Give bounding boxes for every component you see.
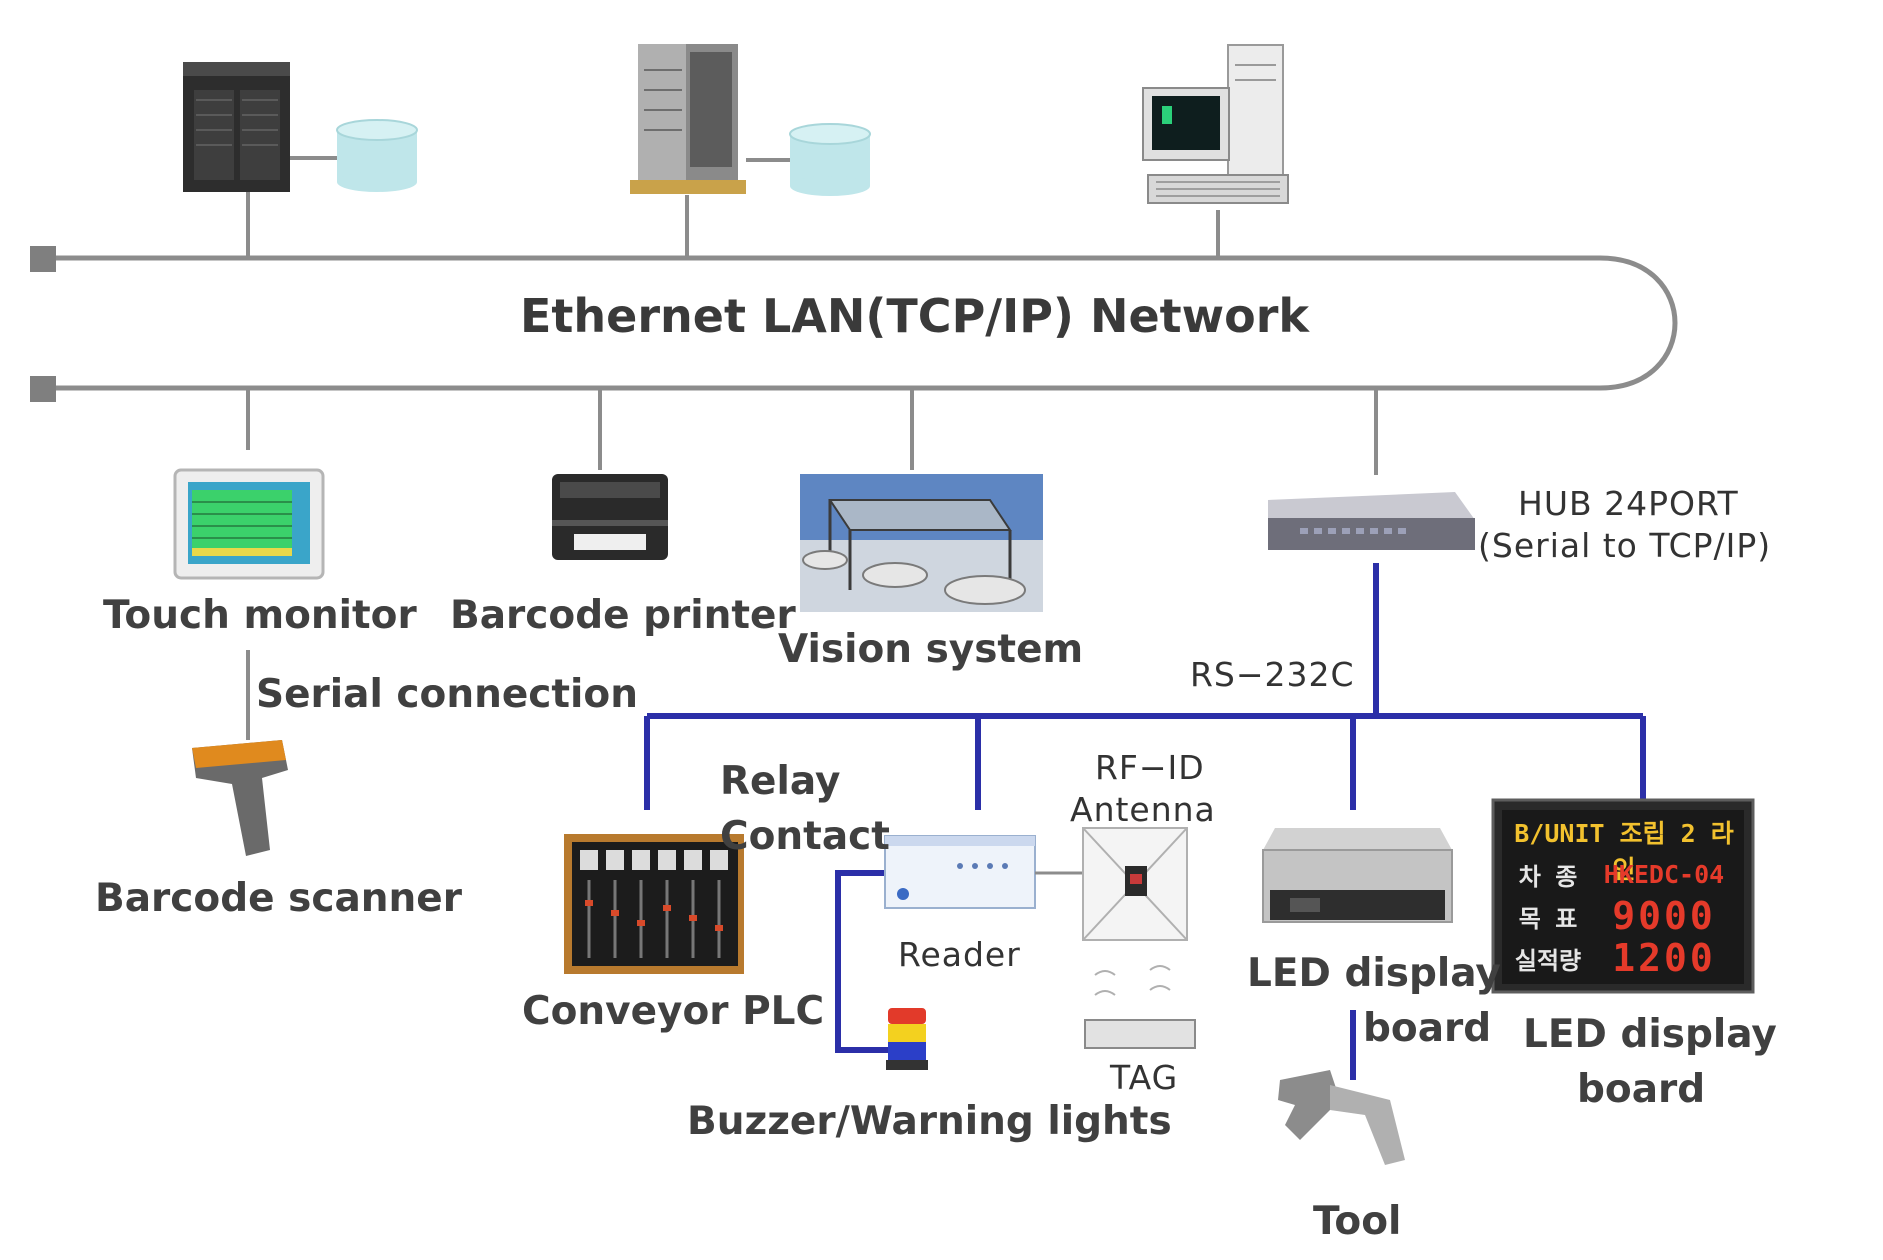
rfid-label-line2: Antenna [1070, 790, 1216, 829]
tag-label: TAG [1110, 1058, 1179, 1097]
led-display-board-1-label-line1: LED display [1247, 951, 1501, 996]
relay-contact-label-line1: Relay [720, 759, 841, 804]
rs232c-label: RS−232C [1190, 655, 1355, 694]
reader-label: Reader [898, 935, 1021, 974]
network-title: Ethernet LAN(TCP/IP) Network [520, 289, 1310, 343]
vision-system-icon [800, 474, 1043, 612]
server-2-icon [630, 44, 746, 194]
tool-icon [1278, 1070, 1405, 1165]
led-row-value: 9000 [1612, 894, 1716, 938]
rfid-antenna-icon [1082, 827, 1188, 941]
touch-monitor-label: Touch monitor [103, 593, 417, 638]
tag-icon [1084, 965, 1196, 1049]
serial-connection-label: Serial connection [256, 672, 638, 717]
server-1-icon [183, 62, 290, 192]
led-panel-row: 목 표 9000 [1508, 894, 1740, 938]
led-display-box-icon [1262, 828, 1453, 923]
ethernet-bus [42, 255, 1678, 391]
rfid-label-line1: RF−ID [1095, 748, 1205, 787]
touch-monitor-icon [173, 468, 325, 580]
led-row-label: 차 종 [1518, 862, 1578, 891]
tool-label: Tool [1313, 1199, 1402, 1244]
database-2-icon [789, 123, 871, 196]
led-display-board-1-label-line2: board [1363, 1006, 1492, 1051]
hub-label-line2: (Serial to TCP/IP) [1478, 526, 1772, 565]
barcode-printer-icon [552, 474, 668, 560]
led-row-label: 실적량 [1514, 946, 1582, 975]
ethernet-terminator-bottom [30, 376, 56, 402]
hub-24port-icon [1268, 492, 1475, 550]
workstation-icon [1142, 44, 1289, 204]
conveyor-plc-icon [564, 834, 744, 974]
led-panel-row: 실적량 1200 [1508, 936, 1740, 980]
led-row-label: 목 표 [1518, 904, 1578, 933]
led-display-board-2-label-line2: board [1577, 1067, 1706, 1112]
database-1-icon [336, 119, 418, 192]
barcode-scanner-label: Barcode scanner [95, 876, 462, 921]
led-row-value: HKEDC-04 [1603, 859, 1725, 889]
led-panel-row: 차 종 HKEDC-04 [1508, 853, 1740, 895]
warning-light-icon [886, 1008, 928, 1070]
buzzer-warning-lights-label: Buzzer/Warning lights [687, 1099, 1172, 1144]
ethernet-terminator-top [30, 246, 56, 272]
led-display-board-panel [1491, 798, 1755, 994]
led-display-board-2-label-line1: LED display [1523, 1012, 1777, 1057]
bottom-drops [246, 388, 1378, 475]
relay-contact-label-line2: Contact [720, 814, 890, 859]
top-drops [246, 190, 1220, 258]
led-row-value: 1200 [1612, 936, 1716, 980]
conveyor-plc-label: Conveyor PLC [522, 989, 825, 1034]
led-panel-rows: 차 종 HKEDC-04 목 표 9000 실적량 1200 [1508, 853, 1740, 981]
rs232c-bus [644, 563, 1646, 1080]
vision-system-label: Vision system [778, 627, 1084, 672]
led-panel-header: B/UNIT 조립 2 라인 [1514, 819, 1734, 884]
barcode-printer-label: Barcode printer [450, 593, 796, 638]
rfid-reader-icon [884, 835, 1036, 909]
barcode-scanner-icon [192, 740, 288, 856]
hub-label-line1: HUB 24PORT [1518, 484, 1739, 523]
